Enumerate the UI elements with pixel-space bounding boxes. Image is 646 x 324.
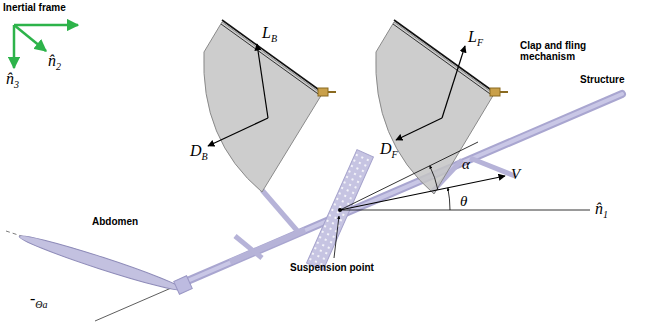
kinematic-lines — [334, 142, 590, 258]
axis-name: n̂2 — [48, 52, 61, 72]
part-name: Suspension point — [290, 262, 374, 273]
axis-name: n̂3 — [6, 70, 19, 90]
force-name: LF — [468, 28, 483, 48]
force-name: DF — [380, 140, 398, 160]
force-vectors — [208, 44, 465, 146]
part-name: Abdomen — [92, 216, 138, 227]
force-name: DB — [190, 142, 208, 162]
axis-name: n̂1 — [595, 200, 608, 220]
angle-symbol: -Θa — [30, 290, 48, 310]
velocity-symbol: V — [511, 166, 520, 183]
back-wing — [204, 20, 336, 192]
force-name: LB — [262, 24, 277, 44]
frame-title: Inertial frame — [3, 2, 66, 13]
front-wing — [376, 20, 508, 194]
angle-symbol: θ — [460, 193, 467, 210]
part-name: Clap and fling mechanism — [520, 40, 604, 62]
part-name: Structure — [580, 74, 624, 85]
abdomen-shape — [17, 231, 192, 296]
angle-symbol: α — [462, 156, 470, 173]
inertial-axes — [14, 25, 78, 68]
